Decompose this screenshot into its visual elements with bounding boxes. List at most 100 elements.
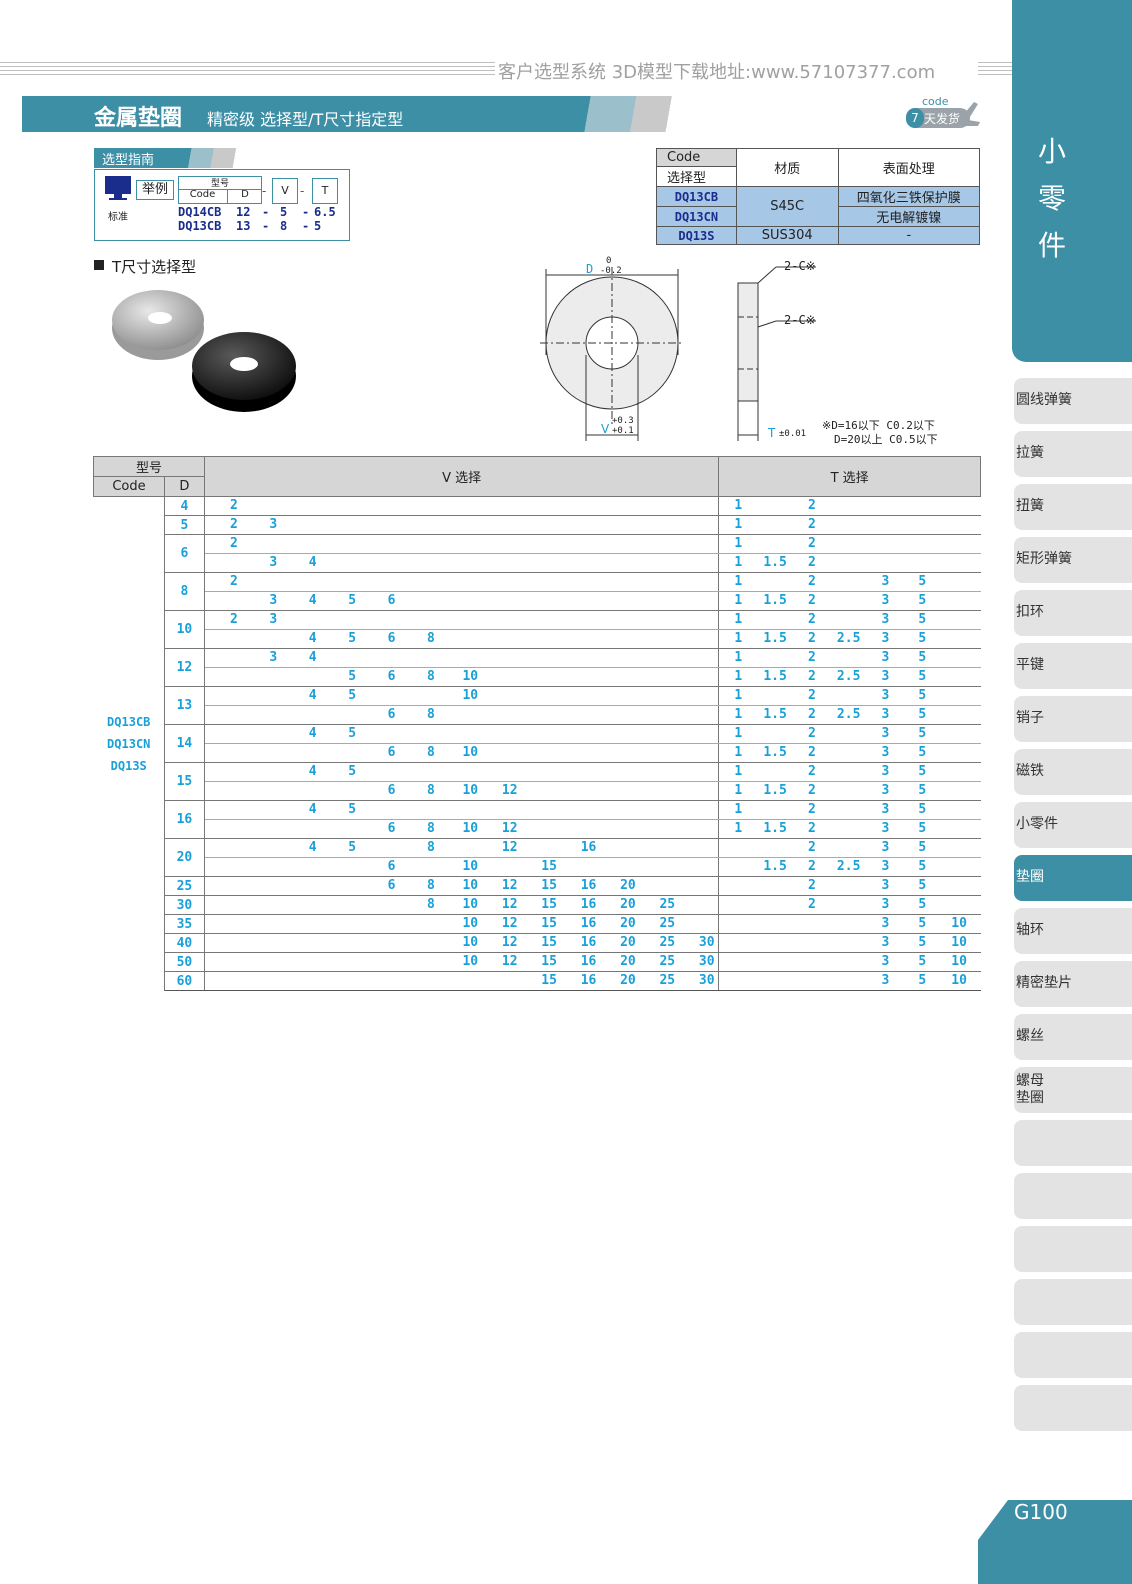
mat-code: DQ13CB	[656, 186, 737, 207]
mat-head-type: 选择型	[656, 166, 737, 187]
v-value: 4	[308, 555, 317, 570]
v-value: 25	[659, 897, 676, 912]
d-cell: 12	[164, 648, 205, 687]
t-value: 3	[881, 802, 890, 817]
t-value: 1.5	[763, 555, 787, 570]
sidebar-tab[interactable]	[1014, 1120, 1132, 1166]
sidebar-tab[interactable]: 螺母 垫圈	[1014, 1067, 1132, 1113]
t-value: 5	[918, 688, 927, 703]
guide-example-value: -	[302, 205, 310, 219]
sidebar-tab[interactable]: 矩形弹簧	[1014, 537, 1132, 583]
v-value: 6	[387, 783, 396, 798]
t-value: 3	[881, 726, 890, 741]
t-value: 1	[734, 745, 743, 760]
t-value: 1.5	[763, 745, 787, 760]
guide-example-value: 12	[236, 205, 251, 219]
sidebar-tab[interactable]: 螺丝	[1014, 1014, 1132, 1060]
d-cell: 5	[164, 515, 205, 535]
guide-example-value: DQ13CB	[178, 219, 222, 233]
v-value: 5	[348, 669, 357, 684]
t-value: 1	[734, 555, 743, 570]
v-value: 10	[462, 954, 479, 969]
model-box-d: D	[241, 189, 249, 200]
t-value: 2.5	[836, 631, 861, 646]
v-value: 15	[541, 897, 557, 912]
chamfer-label: 2-C※	[784, 259, 816, 273]
sidebar-tab[interactable]	[1014, 1332, 1132, 1378]
mat-head-code: Code	[656, 148, 737, 167]
v-value: 25	[659, 973, 676, 988]
t-value: 5	[918, 650, 927, 665]
washer-photo	[112, 290, 296, 412]
t-value: 2.5	[836, 669, 861, 684]
guide-example-value: -	[262, 219, 270, 233]
d-cell: 4	[164, 496, 205, 516]
v-value: 15	[541, 973, 557, 988]
v-options: 2	[204, 572, 720, 592]
t-value: 2	[807, 669, 816, 684]
sidebar-tab[interactable]: 小零件	[1014, 802, 1132, 848]
mat-code: DQ13S	[656, 226, 737, 245]
t-value: 5	[918, 631, 927, 646]
sidebar-tab[interactable]	[1014, 1279, 1132, 1325]
sidebar-tab[interactable]: 垫圈	[1014, 855, 1132, 901]
sidebar-tab[interactable]	[1014, 1173, 1132, 1219]
v-value: 15	[541, 954, 557, 969]
v-value: 12	[501, 840, 518, 855]
v-value: 6	[387, 745, 396, 760]
v-value: 12	[501, 897, 518, 912]
guide-example-value: 5	[314, 219, 322, 233]
th-model: 型号	[93, 456, 205, 477]
v-value: 16	[580, 954, 597, 969]
v-value: 20	[620, 935, 636, 950]
t-value: 3	[881, 954, 890, 969]
v-value: 30	[698, 954, 715, 969]
sidebar-tab[interactable]: 圆线弹簧	[1014, 378, 1132, 424]
t-value: 2	[807, 536, 816, 551]
sidebar-tab[interactable]: 轴环	[1014, 908, 1132, 954]
sidebar-tab[interactable]: 平键	[1014, 643, 1132, 689]
t-value: 2	[807, 783, 816, 798]
t-value: 3	[881, 593, 890, 608]
t-value: 5	[918, 859, 927, 874]
mat-material: S45C	[735, 186, 839, 227]
d-cell: 14	[164, 724, 205, 763]
t-value: 5	[918, 726, 927, 741]
v-value: 4	[308, 802, 317, 817]
sidebar-tab[interactable]	[1014, 1385, 1132, 1431]
t-value: 1	[734, 764, 743, 779]
sidebar-tab[interactable]: 拉簧	[1014, 431, 1132, 477]
sidebar-tab[interactable]: 磁铁	[1014, 749, 1132, 795]
t-value: 10	[951, 954, 967, 969]
d-cell: 25	[164, 876, 205, 896]
code-value: DQ13S	[110, 758, 147, 773]
sidebar-title-char: 零	[1037, 182, 1066, 215]
v-value: 4	[308, 764, 317, 779]
t-value: 2	[807, 498, 816, 513]
dimension-drawing	[540, 266, 816, 441]
v-value: 8	[427, 821, 435, 836]
sidebar-tab[interactable]	[1014, 1226, 1132, 1272]
d-cell: 8	[164, 572, 205, 611]
guide-example-value: -	[302, 219, 310, 233]
t-value: 1	[734, 593, 743, 608]
d-cell: 20	[164, 838, 205, 877]
d-cell: 40	[164, 933, 205, 953]
v-dimension-label: V	[601, 422, 610, 436]
sidebar-tab[interactable]: 扣环	[1014, 590, 1132, 636]
v-value: 12	[501, 821, 518, 836]
t-value: 3	[881, 840, 890, 855]
t-value: 2	[807, 612, 816, 627]
sidebar-tab[interactable]: 扭簧	[1014, 484, 1132, 530]
sidebar-tab[interactable]: 销子	[1014, 696, 1132, 742]
sidebar-tab[interactable]: 精密垫片	[1014, 961, 1132, 1007]
t-value: 3	[881, 916, 890, 931]
